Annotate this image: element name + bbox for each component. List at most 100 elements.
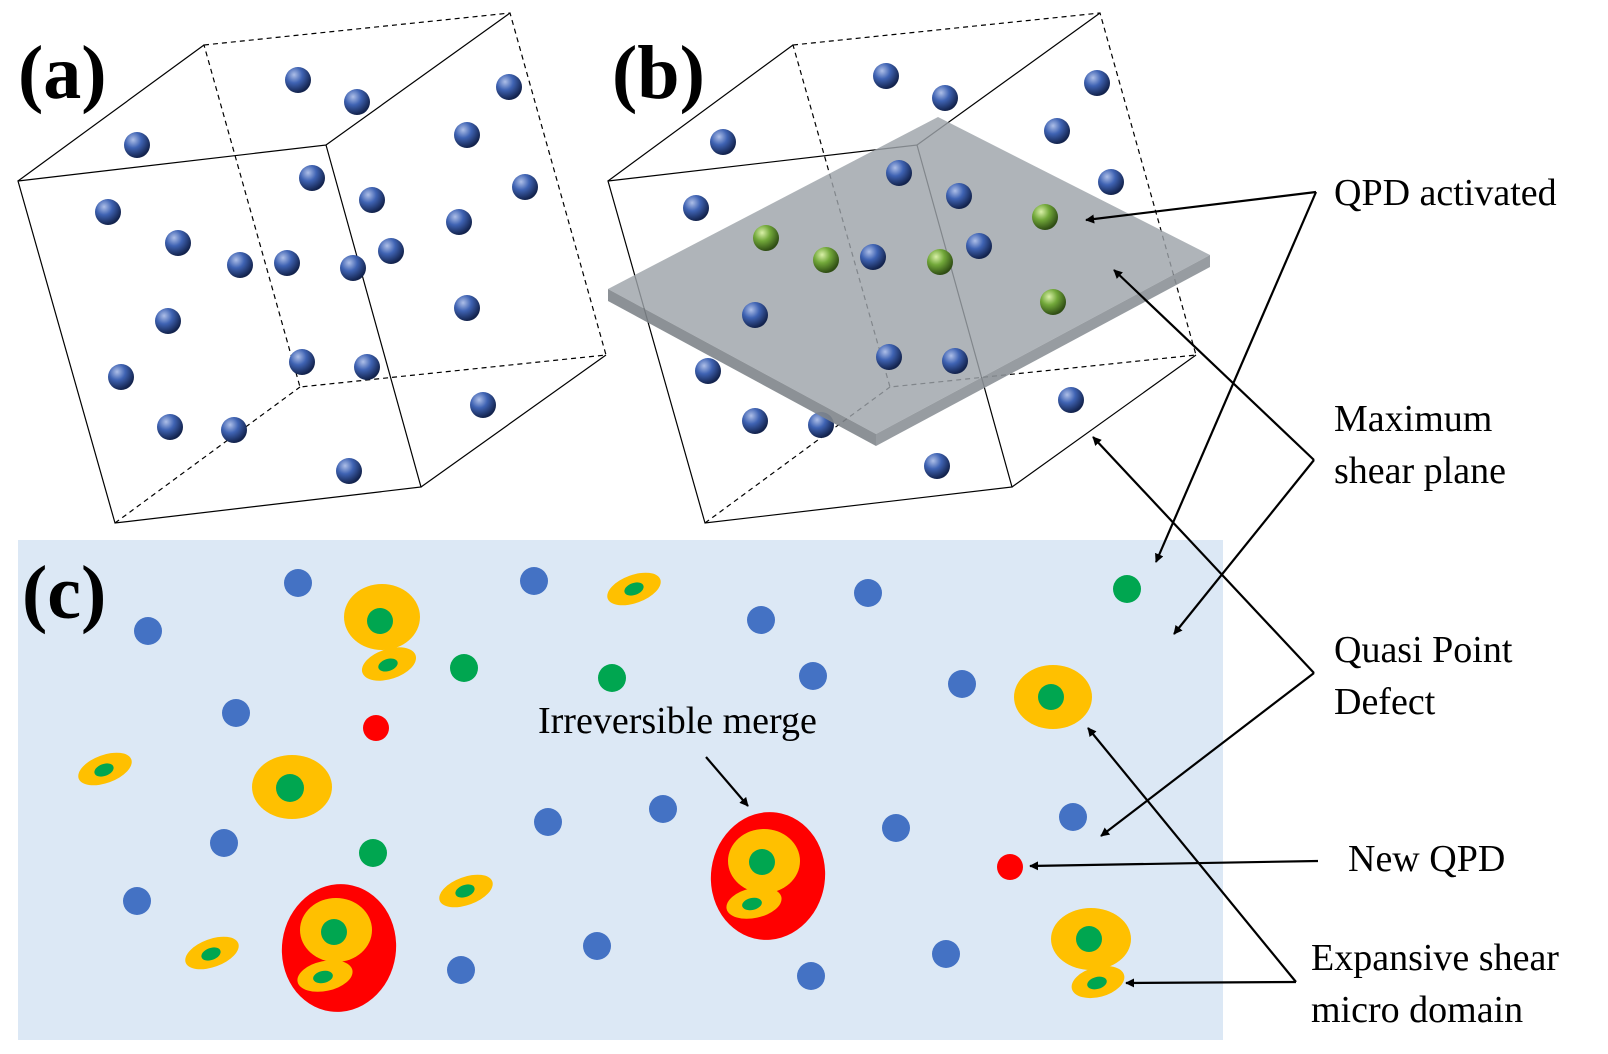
qpd-sphere	[359, 187, 385, 213]
qpd-dots	[123, 567, 1087, 990]
qpd-sphere	[454, 295, 480, 321]
qpd-sphere	[873, 63, 899, 89]
qpd-sphere	[742, 302, 768, 328]
activated-qpd-sphere	[927, 249, 953, 275]
qpd-dot	[932, 940, 960, 968]
qpd-dot	[747, 606, 775, 634]
panel-a: (a)	[17, 12, 607, 524]
shear-domain	[361, 647, 417, 681]
arrow-esmd-2	[1125, 978, 1297, 988]
qpd-sphere	[221, 417, 247, 443]
panel-label-b: (b)	[612, 31, 705, 115]
new-qpd-dot	[363, 715, 389, 741]
irreversible-merge-arrow	[705, 756, 749, 807]
panel-c: (c)	[18, 540, 1223, 1040]
qpd-sphere	[710, 129, 736, 155]
new-qpd-dot	[997, 854, 1023, 880]
activated-qpd-dot	[1113, 575, 1141, 603]
qpd-dot	[520, 567, 548, 595]
callout-quasi-line2: Defect	[1334, 681, 1436, 723]
qpd-sphere	[354, 354, 380, 380]
arrow-new-qpd	[1029, 859, 1319, 871]
qpd-dot	[210, 829, 238, 857]
qpd-sphere	[876, 344, 902, 370]
shear-domain	[344, 584, 420, 650]
panel-label-c: (c)	[22, 551, 106, 635]
qpd-sphere	[470, 392, 496, 418]
arrow-qpd-activated-2	[1154, 191, 1318, 563]
qpd-sphere	[289, 349, 315, 375]
qpd-sphere	[1084, 70, 1110, 96]
activated-qpd-sphere	[1032, 204, 1058, 230]
shear-domain	[252, 755, 332, 819]
shear-domain	[185, 936, 239, 970]
cube-a-wireframe	[17, 12, 607, 524]
qpd-dot	[854, 579, 882, 607]
arrow-quasi-2	[1100, 672, 1315, 837]
qpd-spheres-b-front	[742, 160, 992, 374]
panel-label-a: (a)	[18, 31, 107, 115]
qpd-dot	[1059, 803, 1087, 831]
qpd-sphere	[924, 453, 950, 479]
qpd-sphere	[496, 74, 522, 100]
arrow-esmd-1	[1087, 727, 1297, 983]
qpd-sphere	[124, 132, 150, 158]
qpd-sphere	[336, 458, 362, 484]
activated-qpd-sphere	[753, 225, 779, 251]
qpd-sphere	[946, 183, 972, 209]
qpd-sphere	[378, 238, 404, 264]
callout-new-qpd: New QPD	[1348, 838, 1505, 880]
shear-domain	[1051, 908, 1131, 999]
callout-max-shear-line2: shear plane	[1334, 450, 1506, 492]
arrow-quasi-1	[1092, 436, 1315, 674]
qpd-spheres-a	[95, 67, 538, 484]
qpd-sphere	[165, 230, 191, 256]
qpd-dot	[222, 699, 250, 727]
new-qpd-dots	[363, 715, 1023, 880]
qpd-dot	[649, 795, 677, 823]
activated-qpd-dot	[598, 664, 626, 692]
qpd-sphere	[299, 165, 325, 191]
callouts: QPD activated Maximum shear plane Quasi …	[1311, 172, 1559, 1031]
qpd-sphere	[932, 85, 958, 111]
qpd-sphere	[157, 414, 183, 440]
qpd-dot	[882, 814, 910, 842]
shear-domain	[439, 874, 493, 908]
qpd-sphere	[742, 408, 768, 434]
qpd-sphere	[942, 348, 968, 374]
qpd-sphere	[344, 89, 370, 115]
activated-qpd-dot	[450, 654, 478, 682]
qpd-sphere	[886, 160, 912, 186]
qpd-sphere	[683, 195, 709, 221]
qpd-sphere	[108, 364, 134, 390]
activated-qpd-sphere	[1040, 289, 1066, 315]
qpd-dot	[799, 662, 827, 690]
qpd-sphere	[274, 250, 300, 276]
callout-qpd-activated: QPD activated	[1334, 172, 1557, 214]
arrow-max-shear-1	[1113, 269, 1315, 461]
qpd-sphere	[1098, 169, 1124, 195]
qpd-sphere	[454, 122, 480, 148]
arrow-qpd-activated-1	[1085, 190, 1317, 224]
callout-esmd-line2: micro domain	[1311, 989, 1523, 1031]
qpd-dot	[123, 887, 151, 915]
qpd-dot	[797, 962, 825, 990]
activated-qpd-spheres	[753, 204, 1066, 315]
merged-domain	[281, 884, 397, 1012]
activated-qpd-dots	[359, 575, 1141, 867]
max-shear-plane	[608, 117, 1210, 446]
qpd-sphere	[446, 209, 472, 235]
qpd-sphere	[227, 252, 253, 278]
callout-arrows	[1029, 190, 1319, 988]
qpd-sphere	[340, 255, 366, 281]
callout-esmd-line1: Expansive shear	[1311, 937, 1559, 979]
qpd-sphere	[1058, 387, 1084, 413]
qpd-dot	[447, 956, 475, 984]
qpd-dot	[948, 670, 976, 698]
panel-b: (b)	[607, 12, 1210, 524]
qpd-sphere	[1044, 118, 1070, 144]
qpd-dot	[534, 808, 562, 836]
qpd-sphere	[95, 199, 121, 225]
qpd-sphere	[860, 244, 886, 270]
